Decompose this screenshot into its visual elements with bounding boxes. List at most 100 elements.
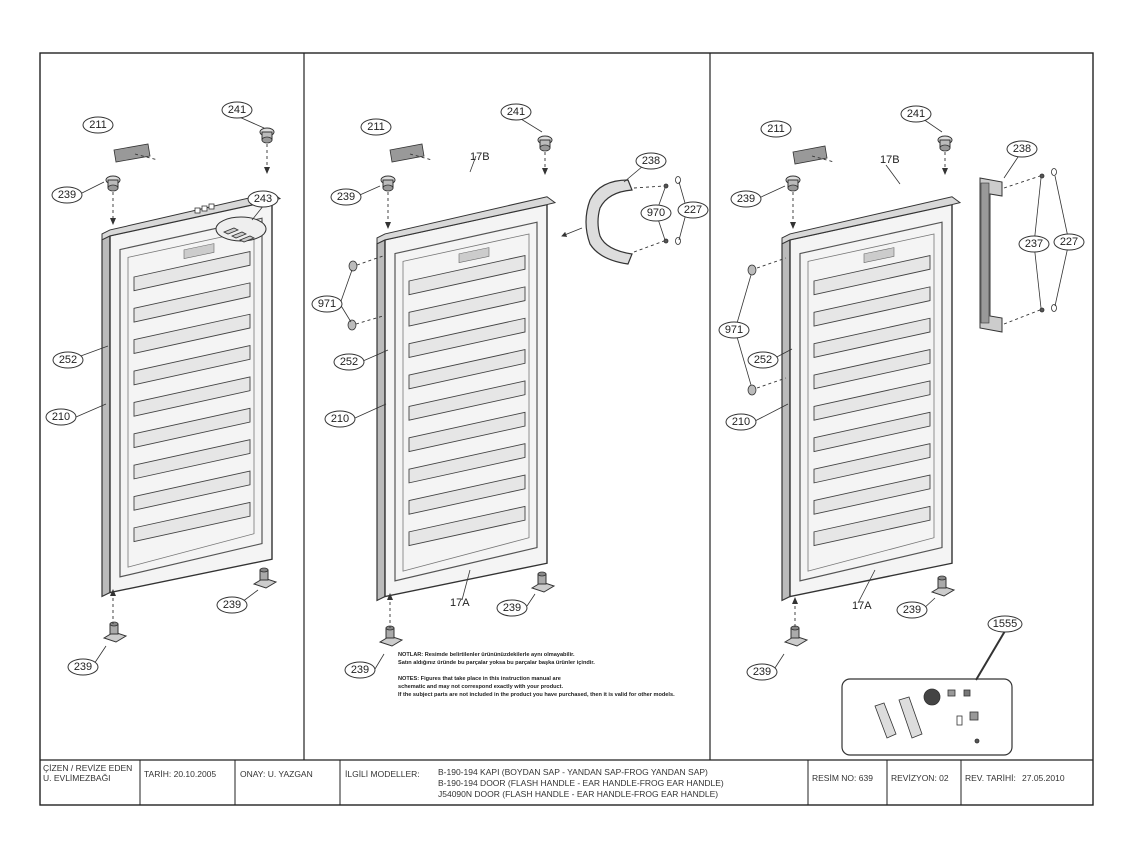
sheet-border (39, 52, 1094, 806)
kit-piece (947, 689, 956, 697)
notes-en-title: NOTES: Figures that take place in this i… (398, 676, 561, 682)
label-17a: 17A (450, 597, 470, 609)
callout-210: 210 (45, 408, 77, 426)
kit-piece (963, 689, 971, 697)
detail-243 (215, 216, 267, 242)
callout-239: 239 (330, 188, 362, 206)
svg-text:239: 239 (351, 664, 369, 676)
part-239-top (380, 175, 396, 192)
svg-text:238: 238 (642, 155, 660, 167)
drawing-number: RESİM NO: 639 (812, 773, 873, 783)
callout-238: 238 (635, 152, 667, 170)
svg-text:237: 237 (1025, 238, 1043, 250)
callout-239: 239 (344, 661, 376, 679)
title-block: ÇİZEN / REVİZE EDEN U. EVLİMEZBAĞI TARİH… (40, 759, 1093, 805)
part-239-base (531, 571, 555, 593)
svg-text:970: 970 (647, 207, 665, 219)
part-239-bottom (784, 625, 808, 647)
callout-252: 252 (747, 351, 779, 369)
door-body (781, 196, 961, 602)
notes-tr-title: NOTLAR: Resimde belirtilenler ürününüzde… (398, 652, 575, 658)
kit-piece (969, 711, 979, 721)
callout-211: 211 (82, 116, 114, 134)
svg-text:239: 239 (223, 599, 241, 611)
label-17b: 17B (470, 151, 490, 163)
date: TARİH: 20.10.2005 (144, 769, 216, 779)
callout-227: 227 (677, 201, 709, 219)
notes-en-line1: schematic and may not correspond exactly… (398, 684, 563, 690)
label-17a: 17A (852, 600, 872, 612)
svg-text:971: 971 (318, 298, 336, 310)
kit-plate (898, 696, 923, 739)
svg-text:227: 227 (1060, 236, 1078, 248)
model-line-3: J54090N DOOR (FLASH HANDLE - EAR HANDLE-… (438, 789, 718, 799)
svg-text:227: 227 (684, 204, 702, 216)
svg-text:239: 239 (58, 189, 76, 201)
callout-210: 210 (324, 410, 356, 428)
callout-227: 227 (1053, 233, 1085, 251)
callout-211: 211 (760, 120, 792, 138)
callout-243: 243 (247, 190, 279, 208)
svg-text:239: 239 (337, 191, 355, 203)
svg-text:241: 241 (507, 106, 525, 118)
svg-text:252: 252 (340, 356, 358, 368)
svg-text:971: 971 (725, 324, 743, 336)
callout-241: 241 (221, 101, 253, 119)
label-17b: 17B (880, 154, 900, 166)
door-body (101, 192, 281, 598)
svg-text:239: 239 (903, 604, 921, 616)
callout-241: 241 (500, 103, 532, 121)
callout-239: 239 (67, 658, 99, 676)
notes-block: NOTLAR: Resimde belirtilenler ürününüzde… (398, 652, 675, 698)
callout-237: 237 (1018, 235, 1050, 253)
leader-1555 (975, 630, 1006, 681)
svg-text:241: 241 (907, 108, 925, 120)
approval: ONAY: U. YAZGAN (240, 769, 313, 779)
part-211 (792, 145, 828, 165)
models-label: İLGİLİ MODELLER: (345, 769, 420, 779)
svg-text:239: 239 (74, 661, 92, 673)
part-239-bottom (379, 625, 403, 647)
svg-text:252: 252 (59, 354, 77, 366)
svg-text:243: 243 (254, 193, 272, 205)
callout-1555: 1555 (987, 615, 1023, 633)
drawn-by-label: ÇİZEN / REVİZE EDEN (43, 763, 132, 773)
svg-text:239: 239 (503, 602, 521, 614)
callout-239: 239 (51, 186, 83, 204)
handle-long-238 (979, 177, 1003, 333)
part-239-base (931, 575, 955, 597)
revision: REVİZYON: 02 (891, 773, 949, 783)
callout-970: 970 (640, 204, 672, 222)
callout-252: 252 (333, 353, 365, 371)
svg-text:252: 252 (754, 354, 772, 366)
drawn-by-name: U. EVLİMEZBAĞI (43, 773, 111, 783)
callout-239: 239 (730, 190, 762, 208)
callout-971: 971 (311, 295, 343, 313)
notes-tr-line: Satın aldığınız üründe bu parçalar yoksa… (398, 660, 595, 666)
callout-241: 241 (900, 105, 932, 123)
callout-971: 971 (718, 321, 750, 339)
callout-211: 211 (360, 118, 392, 136)
kit-piece (956, 715, 963, 726)
kit-spring (923, 688, 941, 706)
svg-text:210: 210 (52, 411, 70, 423)
part-241 (537, 135, 553, 152)
callout-239: 239 (746, 663, 778, 681)
callout-239: 239 (496, 599, 528, 617)
part-239-top (785, 175, 801, 192)
svg-text:239: 239 (753, 666, 771, 678)
svg-text:238: 238 (1013, 143, 1031, 155)
callout-252: 252 (52, 351, 84, 369)
model-line-2: B-190-194 DOOR (FLASH HANDLE - EAR HANDL… (438, 778, 724, 788)
part-239-base (253, 567, 277, 589)
notes-en-line2: If the subject parts are not included in… (398, 692, 675, 698)
svg-text:211: 211 (89, 119, 107, 131)
svg-text:210: 210 (331, 413, 349, 425)
svg-text:210: 210 (732, 416, 750, 428)
part-211 (113, 143, 151, 163)
revision-date: 27.05.2010 (1022, 773, 1065, 783)
part-239-top (105, 175, 121, 192)
callout-210: 210 (725, 413, 757, 431)
handle-238 (585, 179, 633, 265)
